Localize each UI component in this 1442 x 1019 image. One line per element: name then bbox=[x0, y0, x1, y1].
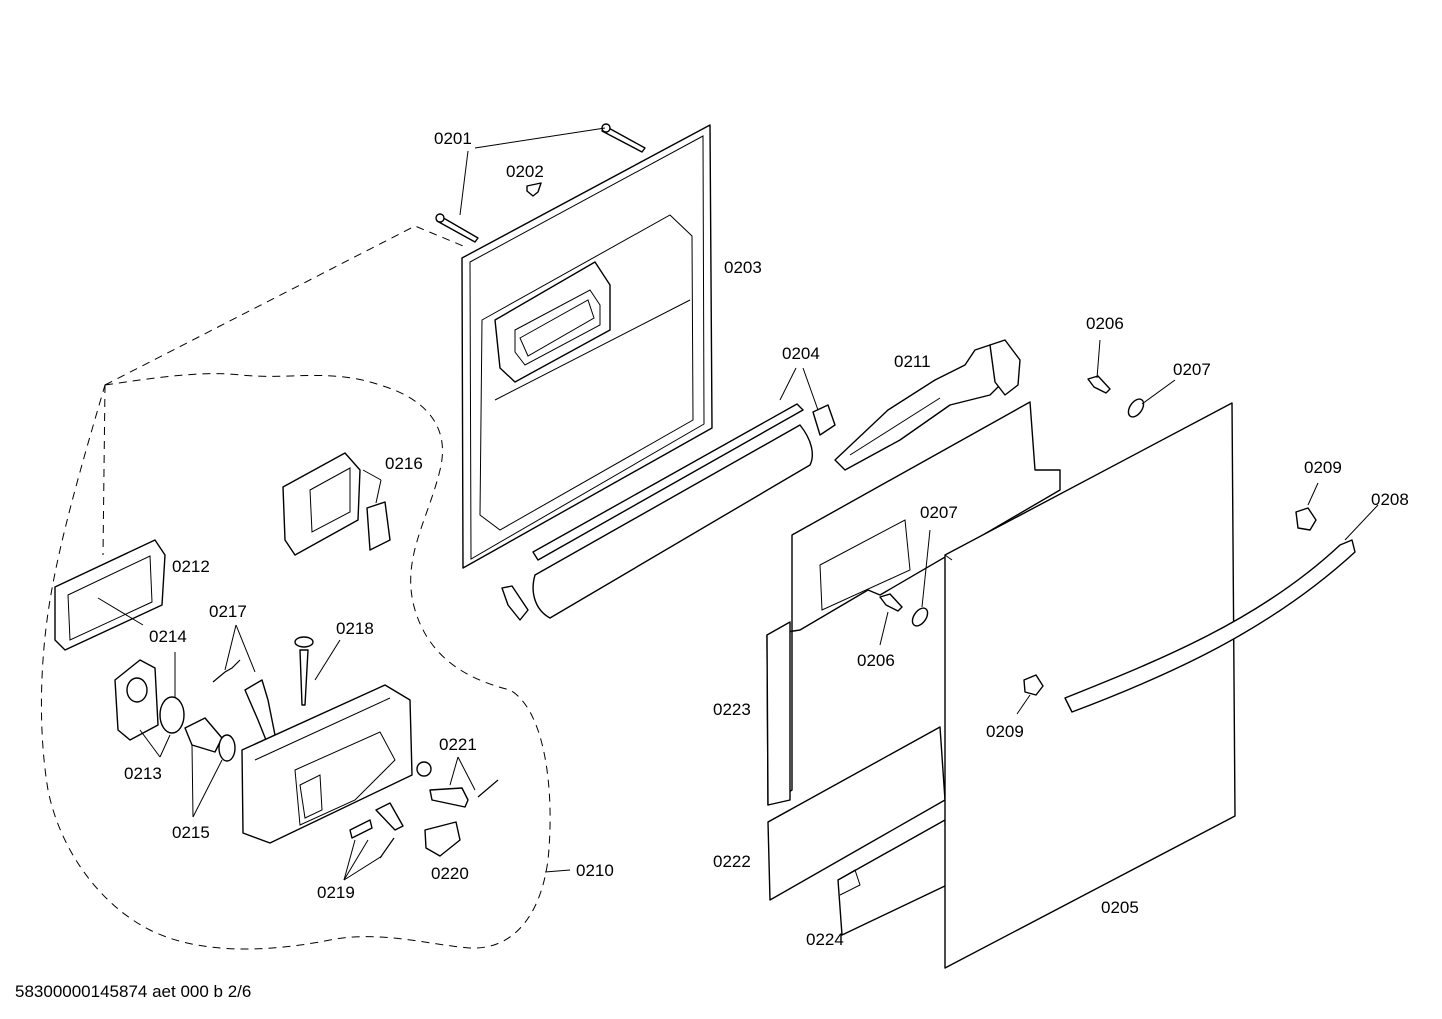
part-0220-block bbox=[424, 821, 461, 857]
document-id: 58300000145874 aet 000 b 2/6 bbox=[15, 982, 252, 1001]
callout-0224: 0224 bbox=[806, 930, 844, 949]
callout-0223: 0223 bbox=[713, 700, 751, 719]
callout-0206-top: 0206 bbox=[1086, 314, 1124, 333]
part-0202-plug bbox=[526, 182, 542, 197]
part-0213-cover bbox=[114, 659, 185, 741]
callout-0207-bottom: 0207 bbox=[920, 503, 958, 522]
part-0211-hinge bbox=[834, 339, 1021, 471]
projection-dashed-line bbox=[104, 225, 469, 386]
callout-0215: 0215 bbox=[172, 823, 210, 842]
part-0221-parts bbox=[416, 761, 499, 808]
callout-0218: 0218 bbox=[336, 619, 374, 638]
callout-0213: 0213 bbox=[124, 764, 162, 783]
part-0212-gasket bbox=[54, 539, 166, 651]
callout-0220: 0220 bbox=[431, 864, 469, 883]
callout-0208: 0208 bbox=[1371, 490, 1409, 509]
part-0223-decor-panel bbox=[766, 401, 1061, 806]
callout-0202: 0202 bbox=[506, 162, 544, 181]
callout-0210: 0210 bbox=[576, 861, 614, 880]
part-0218-pin bbox=[294, 636, 314, 706]
callout-0212: 0212 bbox=[172, 557, 210, 576]
callout-0209-bottom: 0209 bbox=[986, 722, 1024, 741]
callout-0221: 0221 bbox=[439, 735, 477, 754]
callout-0204: 0204 bbox=[782, 344, 820, 363]
part-0206-screws bbox=[879, 375, 1111, 612]
callout-0207-top: 0207 bbox=[1173, 360, 1211, 379]
leader-lines bbox=[97, 127, 1379, 881]
projection-dashed-line-2 bbox=[102, 384, 106, 556]
part-0201-screws bbox=[435, 123, 646, 243]
callout-0203: 0203 bbox=[724, 258, 762, 277]
part-0209-caps bbox=[1023, 507, 1317, 696]
callout-0216: 0216 bbox=[385, 454, 423, 473]
subassembly-0210-boundary bbox=[40, 373, 551, 950]
part-0219-parts bbox=[349, 802, 404, 859]
callout-0201: 0201 bbox=[434, 129, 472, 148]
part-0215-cap bbox=[184, 717, 236, 762]
callout-0222: 0222 bbox=[713, 852, 751, 871]
callout-0217: 0217 bbox=[209, 602, 247, 621]
part-0210-dispenser bbox=[241, 684, 413, 844]
callout-0205: 0205 bbox=[1101, 898, 1139, 917]
callout-0219: 0219 bbox=[317, 883, 355, 902]
callout-0214: 0214 bbox=[149, 627, 187, 646]
callout-0211: 0211 bbox=[894, 352, 931, 371]
part-0203-inner-door bbox=[461, 124, 713, 569]
callout-0206-bottom: 0206 bbox=[857, 651, 895, 670]
part-0205-front-panel bbox=[944, 402, 1236, 969]
part-0216-lid bbox=[282, 452, 391, 556]
callout-0209-top: 0209 bbox=[1304, 458, 1342, 477]
part-0207-washers bbox=[911, 398, 1145, 627]
part-0208-handle bbox=[1064, 539, 1356, 713]
part-0217-lever bbox=[212, 659, 276, 741]
part-0204-bottom-strip bbox=[501, 403, 836, 621]
